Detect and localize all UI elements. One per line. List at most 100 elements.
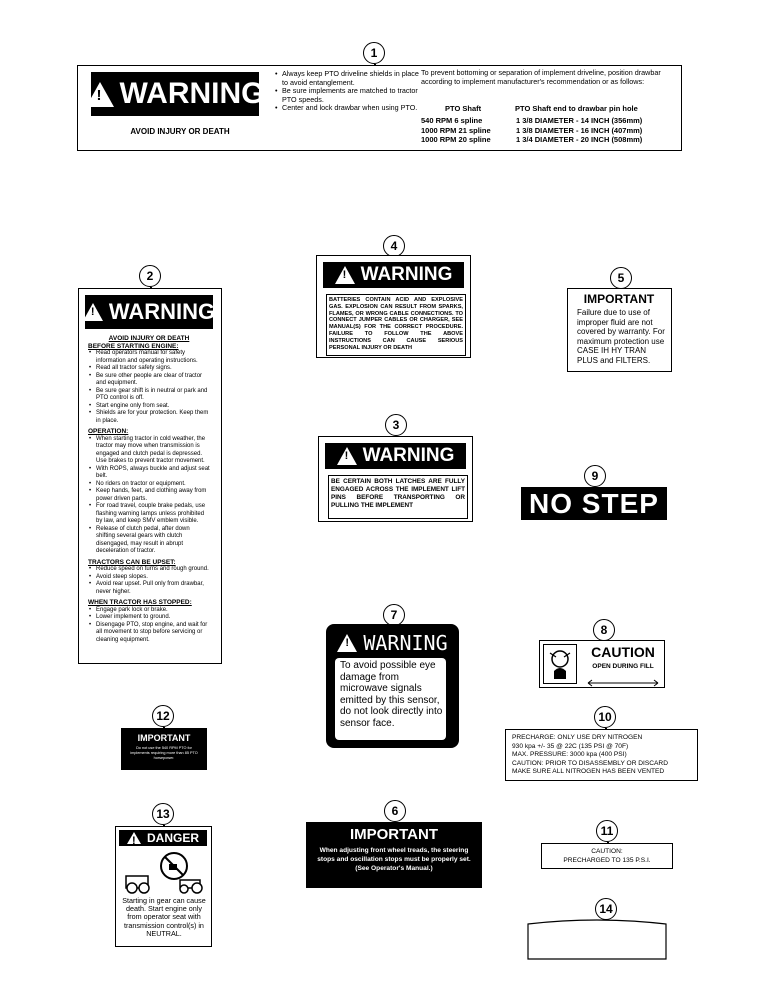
- decal-2-body: AVOID INJURY OR DEATH BEFORE STARTING EN…: [88, 335, 210, 644]
- decal-3-latch-warning: WARNING BE CERTAIN BOTH LATCHES ARE FULL…: [318, 436, 473, 522]
- decal-1-bullets: Always keep PTO driveline shields in pla…: [274, 69, 422, 113]
- decal-10-line: PRECHARGE: ONLY USE DRY NITROGEN: [512, 734, 643, 741]
- warning-title: WARNING: [119, 77, 265, 110]
- warning-title: WARNING: [360, 264, 453, 285]
- callout-5: 5: [610, 267, 632, 289]
- callout-10: 10: [594, 706, 616, 728]
- warning-header: WARNING: [332, 630, 453, 656]
- warning-triangle-icon: [82, 303, 103, 321]
- decal-10-line: MAKE SURE ALL NITROGEN HAS BEEN VENTED: [512, 768, 665, 775]
- warning-triangle-icon: [336, 447, 357, 465]
- section-list: When starting tractor in cold weather, t…: [88, 436, 210, 556]
- decal-4-battery-warning: WARNING BATTERIES CONTAIN ACID AND EXPLO…: [316, 255, 471, 358]
- double-arrow-icon: [586, 674, 660, 687]
- callout-11: 11: [596, 820, 618, 842]
- bullet-item: Always keep PTO driveline shields in pla…: [275, 69, 422, 87]
- danger-title: DANGER: [146, 831, 199, 845]
- decal-8-caution-open-fill: CAUTION OPEN DURING FILL: [539, 640, 665, 688]
- decal-1-intro: To prevent bottoming or separation of im…: [421, 68, 661, 86]
- section-list: Reduce speed on turns and rough ground. …: [88, 566, 210, 596]
- list-item: Avoid steep slopes.: [89, 574, 210, 582]
- warning-title: WARNING: [363, 631, 448, 655]
- decal-13-text: Starting in gear can cause death. Start …: [122, 896, 206, 938]
- bullet-item: Be sure implements are matched to tracto…: [275, 86, 422, 104]
- list-item: Read operators manual for safety informa…: [89, 350, 210, 365]
- callout-4: 4: [383, 235, 405, 257]
- warning-title: WARNING: [108, 299, 216, 324]
- pto-table-header-shaft: PTO Shaft: [445, 104, 482, 113]
- warning-header: WARNING: [323, 262, 464, 288]
- decal-2-tractor-warning: WARNING AVOID INJURY OR DEATH BEFORE STA…: [78, 288, 222, 664]
- warning-header: WARNING: [85, 72, 265, 116]
- section-list: Read operators manual for safety informa…: [88, 350, 210, 425]
- warning-header: WARNING: [82, 295, 216, 329]
- decal-1-pto-warning: WARNING AVOID INJURY OR DEATH Always kee…: [77, 65, 682, 151]
- section-heading: BEFORE STARTING ENGINE:: [88, 342, 179, 350]
- callout-7: 7: [383, 604, 405, 626]
- warning-title: WARNING: [362, 445, 455, 466]
- list-item: Lower implement to ground.: [89, 614, 210, 622]
- decal-7-microwave-warning: WARNING To avoid possible eye damage fro…: [326, 624, 459, 748]
- callout-9: 9: [584, 465, 606, 487]
- decal-5-header: IMPORTANT: [583, 292, 655, 306]
- list-item: For road travel, couple brake pedals, us…: [89, 503, 210, 526]
- callout-8: 8: [593, 619, 615, 641]
- decal-2-title: AVOID INJURY OR DEATH: [108, 335, 190, 342]
- callout-1: 1: [363, 42, 385, 64]
- list-item: With ROPS, always buckle and adjust seat…: [89, 466, 210, 481]
- callout-2: 2: [139, 265, 161, 287]
- decal-14-blank: [527, 918, 667, 960]
- decal-10-line: 930 kpa +/- 35 @ 22C (135 PSI @ 70F): [512, 742, 629, 750]
- callout-12: 12: [152, 705, 174, 727]
- list-item: When starting tractor in cold weather, t…: [89, 436, 210, 466]
- list-item: Disengage PTO, stop engine, and wait for…: [89, 622, 210, 645]
- list-item: Shields are for your protection. Keep th…: [89, 410, 210, 425]
- decal-3-text: BE CERTAIN BOTH LATCHES ARE FULLY ENGAGE…: [328, 475, 468, 519]
- list-item: Reduce speed on turns and rough ground.: [89, 566, 210, 574]
- list-item: Start engine only from seat.: [89, 403, 210, 411]
- list-item: Avoid rear upset. Pull only from drawbar…: [89, 581, 210, 596]
- section-heading: TRACTORS CAN BE UPSET:: [88, 558, 176, 566]
- section-heading: OPERATION:: [88, 428, 129, 435]
- decal-4-text: BATTERIES CONTAIN ACID AND EXPLOSIVE GAS…: [326, 294, 466, 356]
- list-item: Engage park lock or brake.: [89, 607, 210, 615]
- danger-header: DANGER: [119, 830, 207, 847]
- warning-header: WARNING: [325, 443, 466, 469]
- decal-11-precharged: CAUTION: PRECHARGED TO 135 P.S.I.: [541, 843, 673, 869]
- decal-11-line2: PRECHARGED TO 135 P.S.I.: [563, 857, 651, 864]
- bullet-item: Center and lock drawbar when using PTO.: [275, 104, 422, 113]
- decal-13-danger: DANGER Starting in gear can cause death.…: [115, 826, 212, 947]
- list-item: Keep hands, feet, and clothing away from…: [89, 488, 210, 503]
- decal-12-important-pto: IMPORTANT Do not use the 540 RPM PTO for…: [121, 728, 207, 770]
- list-item: Release of clutch pedal, after down shif…: [89, 526, 210, 556]
- section-list: Engage park lock or brake. Lower impleme…: [88, 607, 210, 645]
- warning-triangle-icon: [337, 634, 358, 652]
- list-item: No riders on tractor or equipment.: [89, 481, 210, 489]
- danger-triangle-icon: [126, 832, 141, 847]
- decal-5-important-fluid: IMPORTANT Failure due to use of improper…: [567, 288, 672, 372]
- tractor-hazard-icon: [122, 850, 206, 894]
- decal-7-text: To avoid possible eye damage from microw…: [335, 658, 446, 740]
- warning-triangle-icon: [85, 81, 114, 107]
- decal-9-no-step: NO STEP: [521, 487, 667, 520]
- section-heading: WHEN TRACTOR HAS STOPPED:: [88, 599, 192, 606]
- pto-table-header-distance: PTO Shaft end to drawbar pin hole: [515, 104, 638, 113]
- decal-10-line: MAX. PRESSURE: 3000 kpa (400 PSI): [512, 751, 627, 758]
- decal-5-text: Failure due to use of improper fluid are…: [577, 308, 665, 365]
- decal-6-header: IMPORTANT: [349, 826, 439, 843]
- callout-14: 14: [595, 898, 617, 920]
- decal-8-sub: OPEN DURING FILL: [592, 663, 654, 670]
- list-item: Be sure gear shift is in neutral or park…: [89, 388, 210, 403]
- warning-triangle-icon: [334, 266, 355, 284]
- callout-6: 6: [384, 800, 406, 822]
- list-item: Read all tractor safety signs.: [89, 365, 210, 373]
- avoid-injury-label: AVOID INJURY OR DEATH: [130, 127, 230, 136]
- decal-12-text: Do not use the 540 RPM PTO for implement…: [130, 746, 198, 760]
- decal-10-line: CAUTION: PRIOR TO DISASSEMBLY OR DISCARD: [512, 759, 668, 767]
- decal-6-important-treads: IMPORTANT When adjusting front wheel tre…: [306, 822, 482, 888]
- callout-3: 3: [385, 414, 407, 436]
